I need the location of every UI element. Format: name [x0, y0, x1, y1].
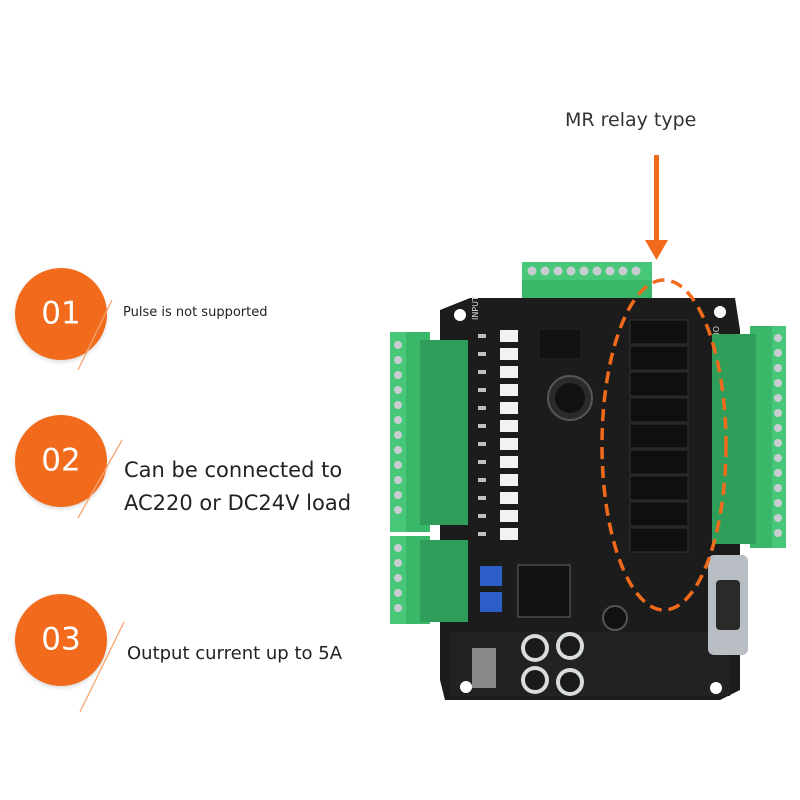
feature-badge-02: 02 — [15, 415, 107, 507]
potentiometer — [480, 592, 502, 612]
right-terminal-screws — [774, 334, 782, 537]
down-arrow-icon — [645, 155, 668, 260]
badge-accent-line-03 — [79, 621, 125, 713]
feature-number: 02 — [41, 442, 81, 479]
plc-board: INPUT OUTPUT — [390, 262, 786, 700]
microcontroller-chip — [517, 564, 571, 618]
feature-text-02-line1: Can be connected to — [124, 458, 343, 482]
badge-accent-line-02 — [77, 439, 123, 519]
feature-text-02-line2: AC220 or DC24V load — [124, 491, 352, 515]
feature-number: 03 — [41, 621, 81, 658]
feature-text-01: Pulse is not supported — [123, 305, 268, 320]
relay-highlight-ellipse — [600, 278, 728, 612]
optocoupler-column — [500, 330, 518, 540]
badge-accent-line-01 — [77, 299, 113, 371]
input-silkscreen: INPUT — [471, 296, 480, 320]
feature-badge-01: 01 — [15, 268, 107, 360]
smd-components — [478, 334, 486, 536]
feature-text-03: Output current up to 5A — [127, 643, 343, 664]
left-terminal-screws — [394, 341, 402, 612]
feature-badge-03: 03 — [15, 594, 107, 686]
feature-text-02: Can be connected to AC220 or DC24V load — [124, 454, 351, 520]
potentiometer — [480, 566, 502, 586]
feature-number: 01 — [41, 295, 81, 332]
callout-label: MR relay type — [565, 109, 697, 131]
relay-bank — [629, 319, 689, 553]
capacitors — [521, 632, 584, 696]
top-terminal-screws — [527, 266, 641, 276]
